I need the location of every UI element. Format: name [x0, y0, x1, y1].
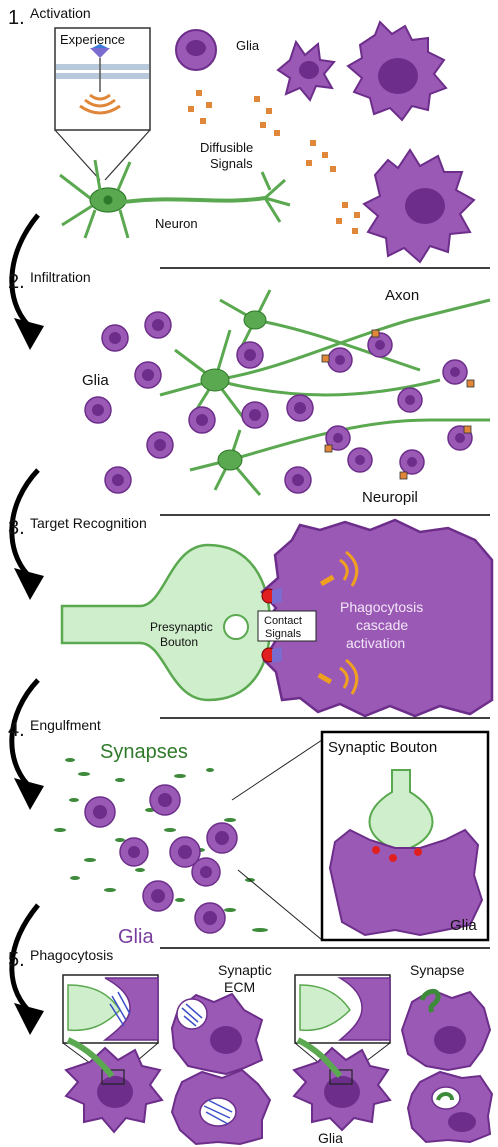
neuron-network: [159, 289, 491, 496]
signal-waves-3: [339, 550, 359, 695]
panel-4-number: 4.: [8, 719, 25, 741]
glia-cell-large: [346, 20, 448, 122]
glia-label-5: Glia: [318, 1130, 343, 1146]
panel-1-number: 1.: [8, 7, 25, 29]
synapse-label-5: Synapse: [410, 962, 465, 978]
cascade-label-1: Phagocytosis: [340, 599, 423, 615]
contact-label-1: Contact: [264, 615, 302, 627]
panel-4-title: Engulfment: [30, 717, 101, 733]
contact-receptors-3: [261, 588, 282, 663]
glia-cell-medium: [276, 39, 336, 102]
inset-glia-label-4: Glia: [450, 917, 477, 934]
contact-label-2: Signals: [265, 628, 302, 640]
ecm-label-1: Synaptic: [218, 962, 272, 978]
flow-arrow-1: [9, 213, 40, 327]
panel-2: 2. Infiltration Axon Glia Neuropil: [8, 269, 491, 506]
inset-title-4: Synaptic Bouton: [328, 739, 437, 756]
flow-arrow-2: [9, 468, 40, 577]
experience-inset: Experience: [54, 27, 151, 131]
panel-5-title: Phagocytosis: [30, 947, 113, 963]
panel-3: 3. Target Recognition Presynaptic Bouton…: [8, 515, 494, 718]
phago-inset-left: [62, 974, 159, 1044]
panel-4: 4. Engulfment Synapses Glia: [8, 717, 490, 948]
cascade-label-3: activation: [346, 635, 405, 651]
neuron-somas-2: [200, 310, 267, 471]
glia-nuclei-4: [93, 793, 229, 925]
panel-5-number: 5.: [8, 949, 25, 971]
experience-label: Experience: [60, 32, 125, 47]
glia-phago-right: [292, 1046, 392, 1132]
signal-bars-3: [317, 574, 335, 685]
diffusible-signals-label-1: Diffusible: [200, 140, 253, 155]
glia-cell-bottom: [362, 148, 476, 264]
phagocyte-glia: Phagocytosis cascade activation: [260, 518, 494, 718]
flow-arrow-3: [9, 678, 40, 787]
glia-label-4: Glia: [118, 926, 154, 948]
flow-arrows: [9, 213, 40, 1012]
glia-nuclei-2: [92, 319, 465, 486]
phago-inset-right: [294, 974, 391, 1044]
glia-ecm-bottom: [170, 1068, 272, 1146]
panel-5: 5. Phagocytosis Synaptic ECM Synapse Gli…: [8, 947, 494, 1146]
neuropil-label: Neuropil: [362, 489, 418, 506]
ecm-label-2: ECM: [224, 979, 255, 995]
synaptic-bouton-inset: Synaptic Bouton Glia: [320, 730, 490, 942]
glia-ecm-top: [170, 992, 264, 1076]
synapses-label: Synapses: [100, 741, 188, 763]
phago-left-neurite: [66, 1037, 115, 1078]
panel-1: 1. Activation Experience Neuron: [8, 5, 476, 264]
glia-label-1: Glia: [236, 38, 260, 53]
glia-phago-left: [64, 1046, 164, 1134]
presynaptic-bouton: Presynaptic Bouton: [60, 543, 272, 702]
panel-dividers: [160, 267, 490, 949]
panel-2-title: Infiltration: [30, 269, 91, 285]
neuron-label: Neuron: [155, 216, 198, 231]
cascade-label-2: cascade: [356, 617, 408, 633]
glia-synapse-top: [400, 988, 492, 1072]
diffusible-signals: [188, 90, 360, 234]
bouton-label-2: Bouton: [160, 635, 198, 649]
glia-cell-small: [175, 29, 217, 71]
flow-arrow-4: [9, 903, 40, 1012]
axon-label: Axon: [385, 287, 419, 304]
panel-1-title: Activation: [30, 5, 91, 21]
phago-right-neurite: [296, 1037, 343, 1078]
glia-label-2: Glia: [82, 372, 109, 389]
panel-3-title: Target Recognition: [30, 515, 147, 531]
glia-cells-4: [84, 784, 238, 934]
panel-2-number: 2.: [8, 271, 25, 293]
diffusible-signals-label-2: Signals: [210, 156, 253, 171]
neuron: [59, 159, 291, 239]
contact-receptors-2: [321, 329, 475, 480]
panel-3-number: 3.: [8, 517, 25, 539]
contact-signals-box: Contact Signals: [257, 610, 317, 642]
glia-synapse-bottom: [406, 1070, 494, 1144]
flow-arrowheads: [14, 318, 44, 1035]
bouton-label-1: Presynaptic: [150, 620, 213, 634]
